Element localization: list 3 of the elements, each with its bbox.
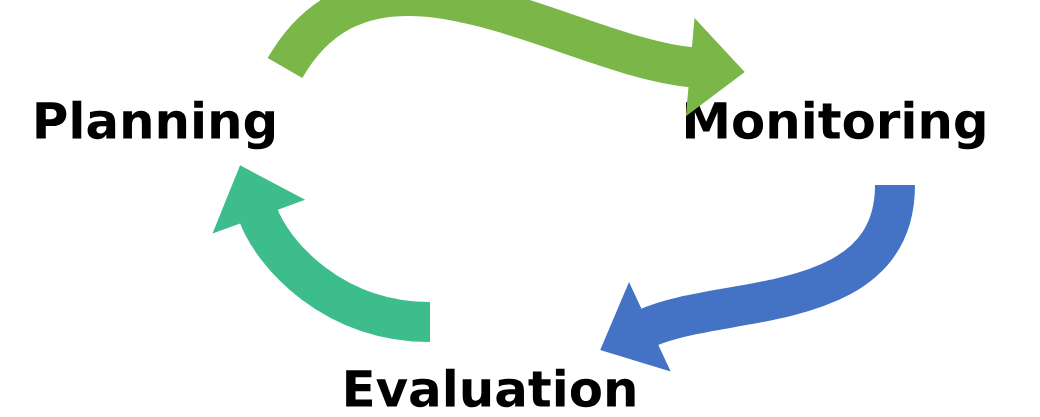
stage-label: Evaluation bbox=[346, 368, 635, 408]
stage-label: Monitoring bbox=[686, 100, 985, 150]
stage-label: Planning bbox=[36, 100, 274, 150]
